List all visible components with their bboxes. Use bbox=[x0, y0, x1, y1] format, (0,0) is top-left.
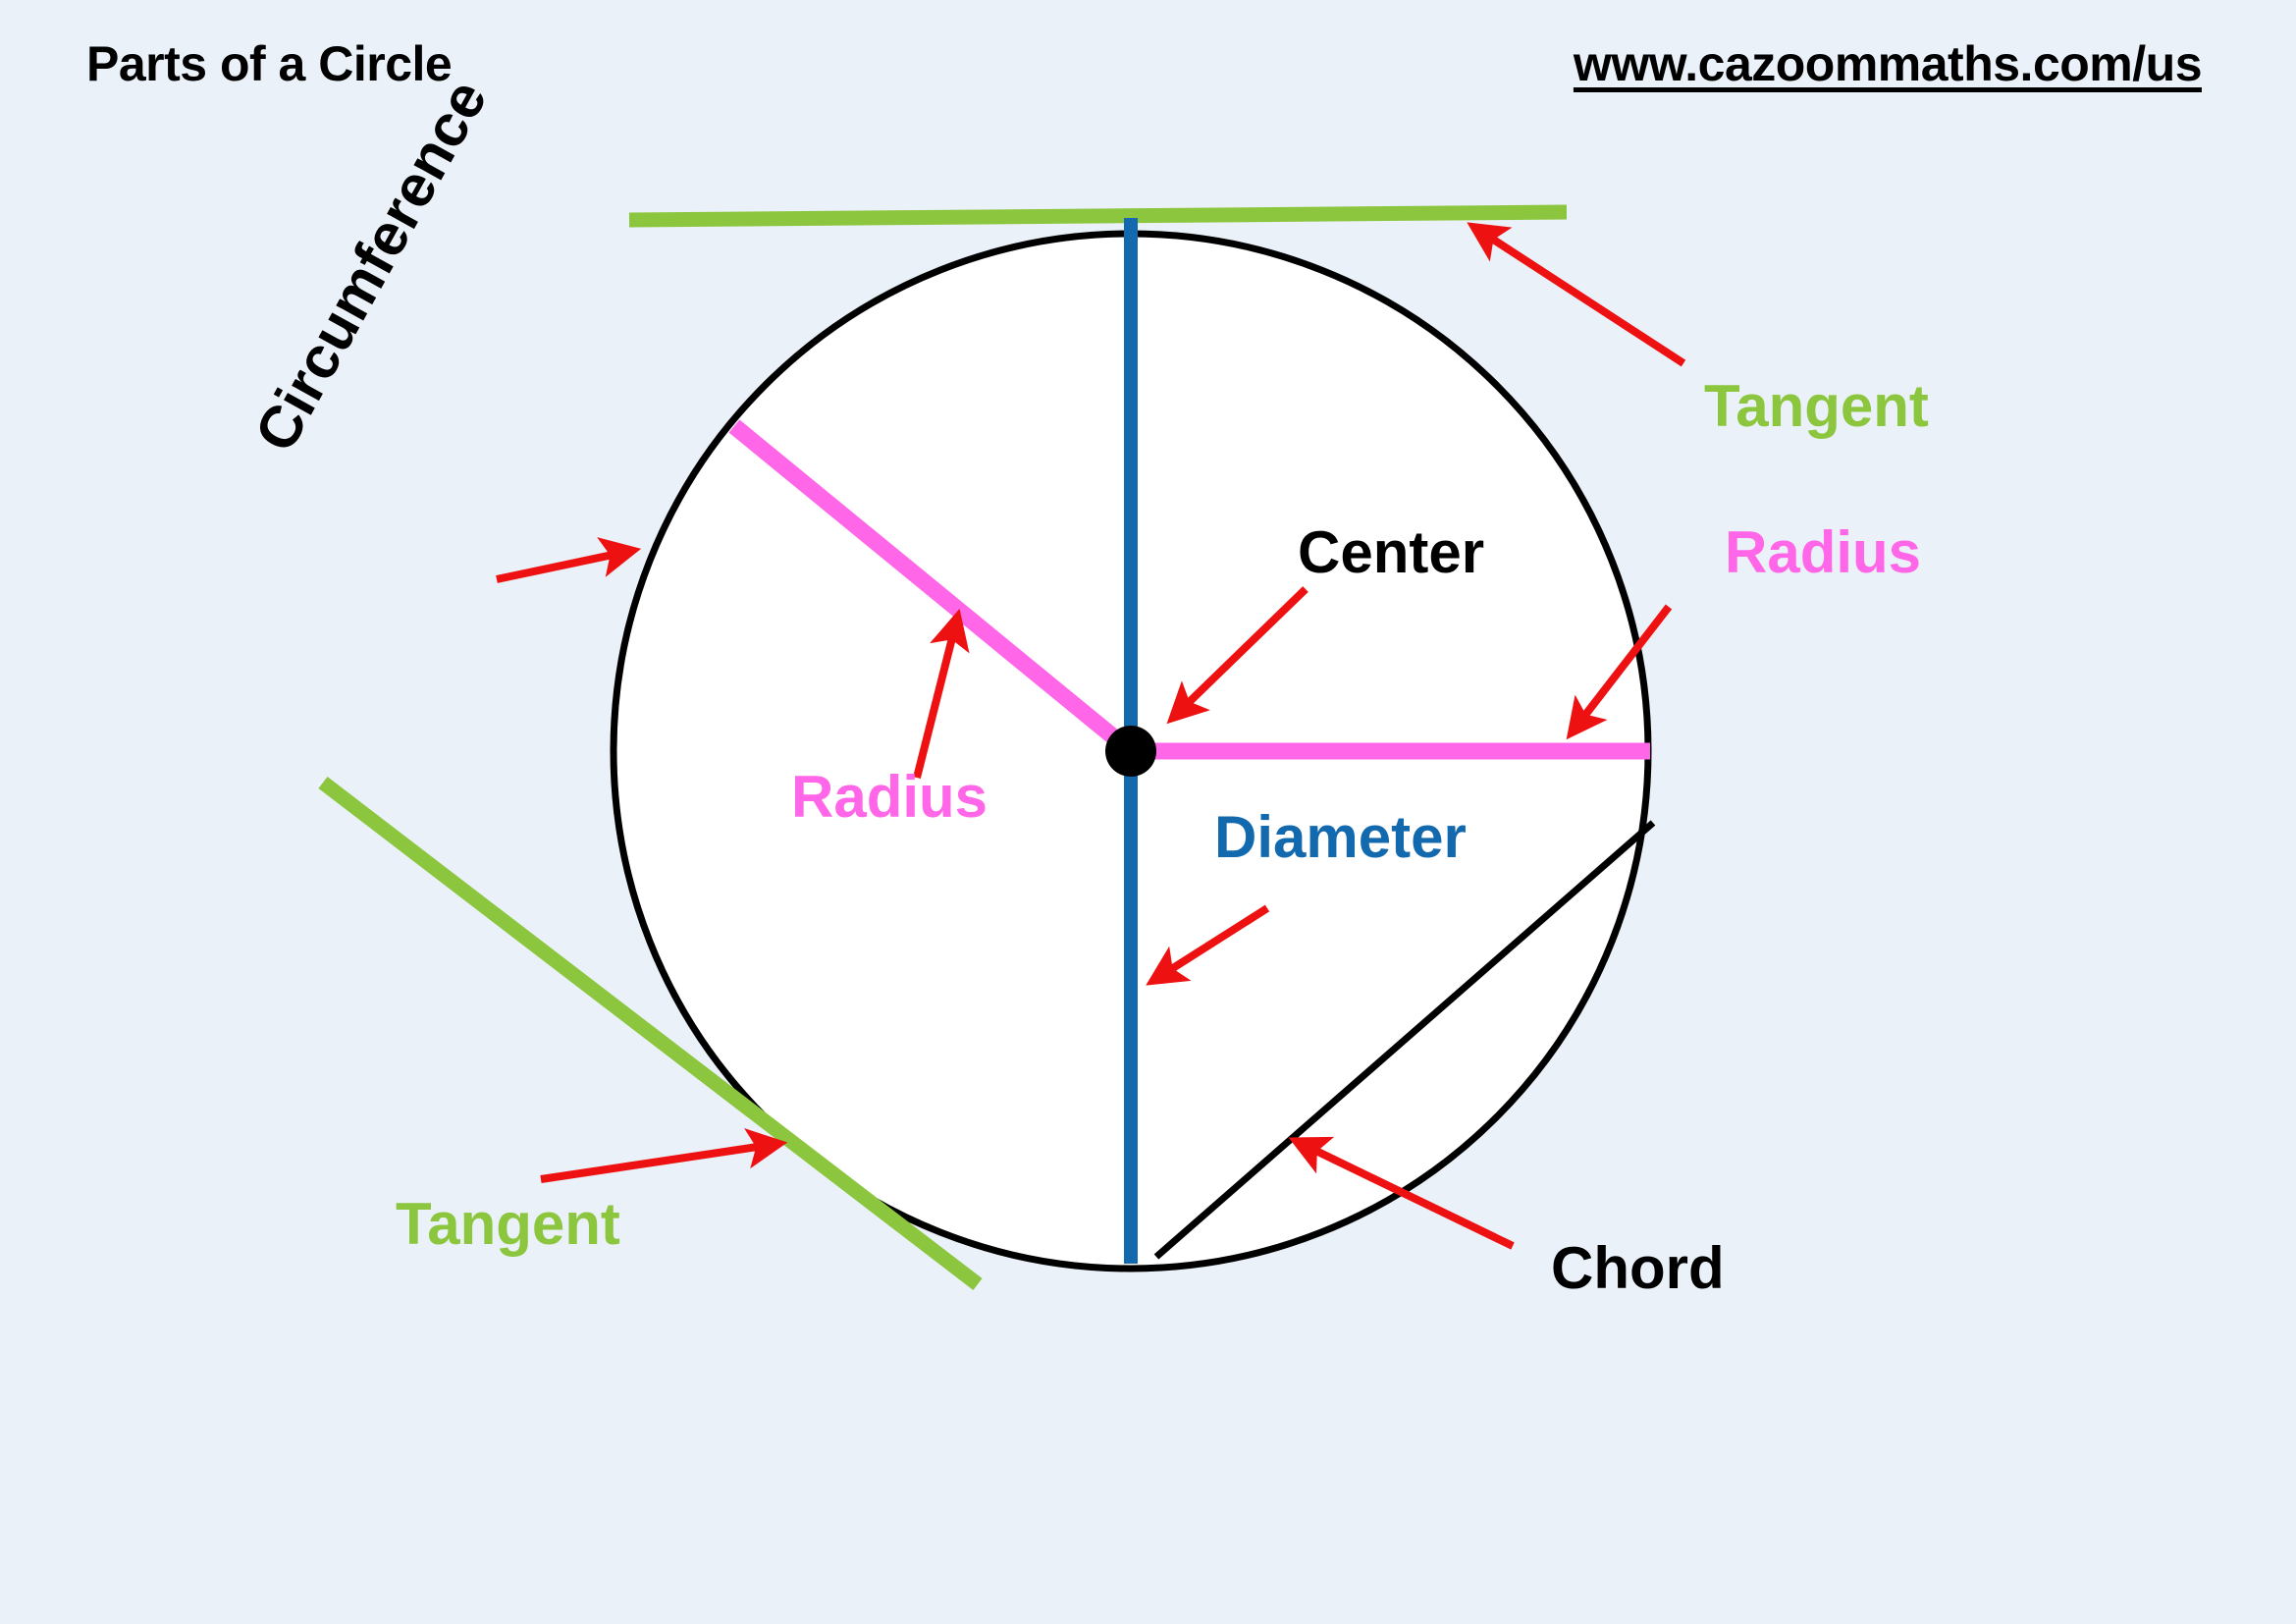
tangent-top-line bbox=[628, 204, 1568, 228]
label-radius-inner: Radius bbox=[791, 764, 988, 830]
site-url-link[interactable]: www.cazoommaths.com/us bbox=[1573, 36, 2203, 91]
arrow-diameter bbox=[1146, 904, 1270, 986]
tangent-left-line bbox=[318, 777, 983, 1290]
arrow-radius-inner bbox=[913, 608, 970, 779]
arrow-center bbox=[1166, 586, 1308, 725]
label-tangent-top: Tangent bbox=[1704, 373, 1929, 439]
arrow-circumference bbox=[496, 537, 642, 583]
arrow-chord bbox=[1288, 1136, 1515, 1250]
page-title: Parts of a Circle bbox=[86, 36, 453, 91]
chord-line bbox=[1153, 820, 1656, 1260]
label-center: Center bbox=[1298, 519, 1485, 585]
arrow-tangent-left bbox=[540, 1128, 788, 1183]
label-diameter: Diameter bbox=[1214, 804, 1467, 870]
center-point-dot bbox=[1105, 726, 1156, 777]
label-radius-right: Radius bbox=[1725, 519, 1922, 585]
arrow-radius-right bbox=[1566, 604, 1673, 740]
label-chord: Chord bbox=[1551, 1235, 1725, 1301]
radius-diagonal-line bbox=[728, 419, 1137, 758]
label-tangent-left: Tangent bbox=[396, 1191, 620, 1257]
arrow-tangent-top bbox=[1467, 222, 1686, 367]
